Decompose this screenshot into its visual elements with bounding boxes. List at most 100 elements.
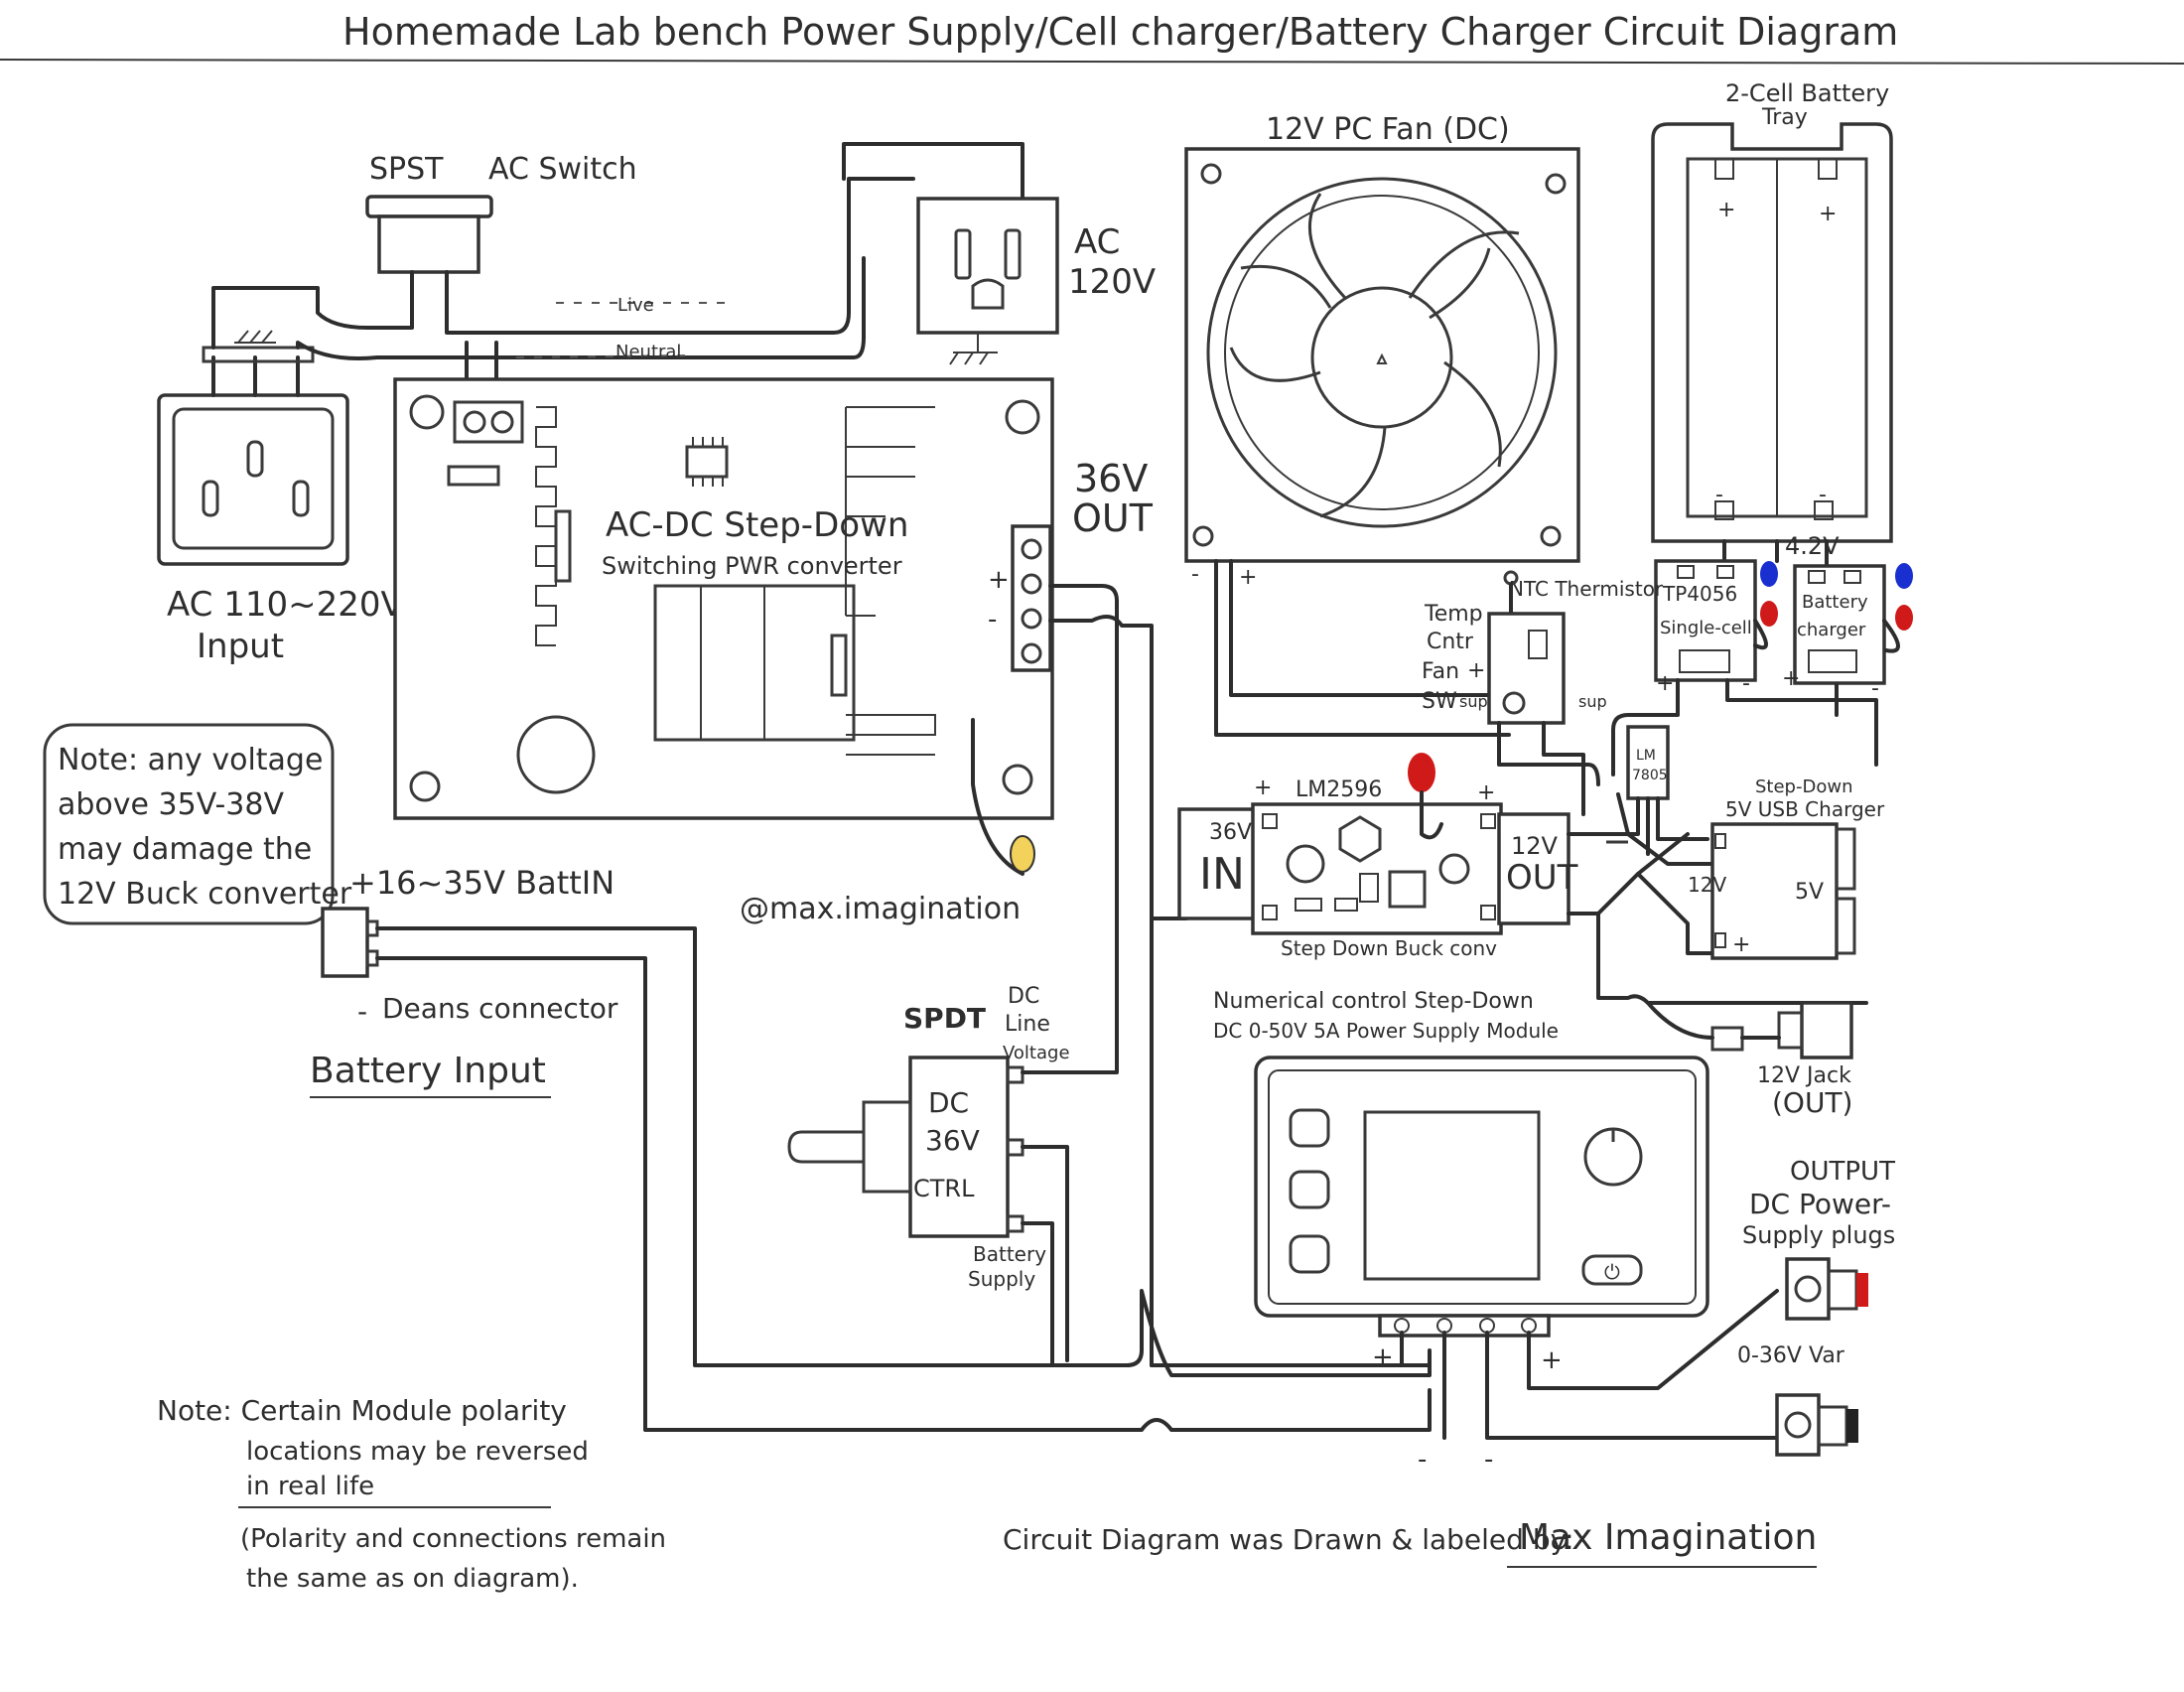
note1-line-1: Note: any voltage xyxy=(58,743,323,777)
ac-inlet xyxy=(157,330,349,566)
blue-led-icon-1 xyxy=(1760,561,1778,587)
lm7805-label-1: LM xyxy=(1636,748,1656,764)
ac-switch-label: AC Switch xyxy=(488,152,637,187)
out12-label-1: 12V xyxy=(1511,832,1559,860)
wire-neutral xyxy=(296,256,866,360)
module-minus-in: - xyxy=(1418,1445,1427,1475)
psu-minus-label: - xyxy=(988,605,997,634)
in36-label-1: 36V xyxy=(1209,820,1252,845)
module-plus-in: + xyxy=(1372,1342,1394,1372)
temp-plus: + xyxy=(1467,658,1485,683)
wire-module-in xyxy=(1400,1331,1446,1440)
acdc-converter-board xyxy=(393,377,1054,820)
usb-5v-label: 5V xyxy=(1795,880,1824,905)
author-name: Max Imagination xyxy=(1519,1517,1817,1558)
output-label-2: DC Power- xyxy=(1749,1188,1891,1220)
wire-12v-jack xyxy=(1616,792,1690,876)
watermark: @max.imagination xyxy=(740,892,1021,926)
note3-line-1: (Polarity and connections remain xyxy=(240,1524,666,1554)
spdt-dc-label: DC xyxy=(928,1086,969,1119)
jack-label-2: (OUT) xyxy=(1772,1086,1852,1119)
buck-label: Step Down Buck conv xyxy=(1281,936,1497,960)
temp-label-4: SW xyxy=(1422,689,1457,714)
bc-label-1: Battery xyxy=(1802,592,1868,613)
wire-temp-out xyxy=(1497,721,1600,816)
psu-plus-label: + xyxy=(988,565,1010,595)
usb-12v-label: 12V xyxy=(1688,873,1726,897)
neutral-dash xyxy=(515,354,696,358)
module-minus-out: - xyxy=(1484,1445,1493,1475)
wire-charger-out xyxy=(1611,678,1878,776)
tray-plus-1: + xyxy=(1717,198,1735,222)
wire-led-loop-2 xyxy=(1882,619,1900,653)
wire-psu-to-spdt xyxy=(1021,584,1119,1074)
battery-input-title: Battery Input xyxy=(310,1051,546,1091)
deans-label: Deans connector xyxy=(382,992,618,1025)
psu-36v-terminal xyxy=(1011,524,1052,672)
usb-label-1: Step-Down xyxy=(1755,776,1852,797)
batt-in-label: +16~35V BattIN xyxy=(349,864,614,902)
usb-label-2: 5V USB Charger xyxy=(1725,797,1885,821)
fan-label: 12V PC Fan (DC) xyxy=(1266,112,1510,147)
ac-input-label-1: AC 110~220V xyxy=(167,585,404,625)
tp4056-minus: - xyxy=(1742,671,1750,696)
bc-label-2: charger xyxy=(1797,620,1866,640)
jack-12v xyxy=(1710,1001,1853,1059)
tp4056-label-1: TP4056 xyxy=(1662,582,1737,606)
tray-minus-2: - xyxy=(1819,483,1827,507)
spdt-36v-label: 36V xyxy=(925,1124,980,1157)
dc-line-label-3: Voltage xyxy=(1003,1043,1070,1063)
tray-plus-2: + xyxy=(1819,202,1837,226)
wire-batt-negative xyxy=(375,956,1432,1432)
wire-led-loop-1 xyxy=(1753,619,1768,650)
red-led-icon-2 xyxy=(1895,605,1913,631)
wire-jack xyxy=(1646,1001,1781,1040)
spdt-ctrl-label: CTRL xyxy=(913,1175,975,1202)
spdt-label: SPDT xyxy=(903,1002,986,1035)
neutral-label: Neutral xyxy=(615,342,681,362)
lm7805-regulator xyxy=(1626,725,1670,816)
note1-line-3: may damage the xyxy=(58,832,312,867)
var-label: 0-36V Var xyxy=(1737,1343,1845,1368)
deans-minus: - xyxy=(357,995,367,1028)
numerical-control-psu-module: ⏻ xyxy=(1254,1056,1709,1338)
note1-line-4: 12V Buck converter xyxy=(58,877,352,912)
spdt-switch xyxy=(787,1056,1024,1238)
bc-minus: - xyxy=(1871,676,1879,701)
acdc-label-1: AC-DC Step-Down xyxy=(606,505,908,545)
fan-minus: - xyxy=(1191,562,1199,587)
note2-line-2: locations may be reversed xyxy=(246,1437,589,1467)
tp4056-module xyxy=(1654,559,1757,682)
numctrl-label-2: DC 0-50V 5A Power Supply Module xyxy=(1213,1019,1559,1043)
output-plug-negative xyxy=(1775,1393,1858,1457)
in36-label-2: IN xyxy=(1199,849,1245,900)
ntc-label: NTC Thermistor xyxy=(1509,577,1664,601)
temp-control-switch xyxy=(1487,612,1566,725)
battery-charger-module xyxy=(1793,564,1886,685)
ac-input-label-2: Input xyxy=(197,627,284,666)
batt-supply-label-1: Battery xyxy=(973,1242,1046,1266)
lm2596-plus-right: + xyxy=(1477,780,1495,805)
voltage-warning-note xyxy=(43,723,335,925)
dc-line-label-1: DC xyxy=(1008,984,1039,1009)
out36-label-1: 36V xyxy=(1074,457,1148,500)
title-underline xyxy=(0,59,2184,65)
wire-fan-neg xyxy=(1214,559,1511,737)
wire-inlet-to-switch xyxy=(211,286,414,350)
wire-live xyxy=(445,177,915,335)
yellow-led-icon xyxy=(1010,835,1035,873)
tp4056-plus: + xyxy=(1656,671,1674,696)
blue-led-icon-2 xyxy=(1895,563,1913,589)
red-led-icon-1 xyxy=(1760,601,1778,627)
batt-supply-label-2: Supply xyxy=(968,1267,1035,1291)
ac120-label-2: 120V xyxy=(1068,262,1156,302)
note2-line-1: Note: Certain Module polarity xyxy=(157,1394,567,1427)
lm7805-label-2: 7805 xyxy=(1632,768,1668,783)
buck-output-block xyxy=(1497,812,1570,925)
spst-switch xyxy=(365,195,493,320)
numctrl-label-1: Numerical control Step-Down xyxy=(1213,989,1534,1014)
wire-psu-negative xyxy=(1048,615,1154,1367)
pc-fan xyxy=(1184,147,1580,563)
wire-outlet-top xyxy=(842,142,1024,201)
